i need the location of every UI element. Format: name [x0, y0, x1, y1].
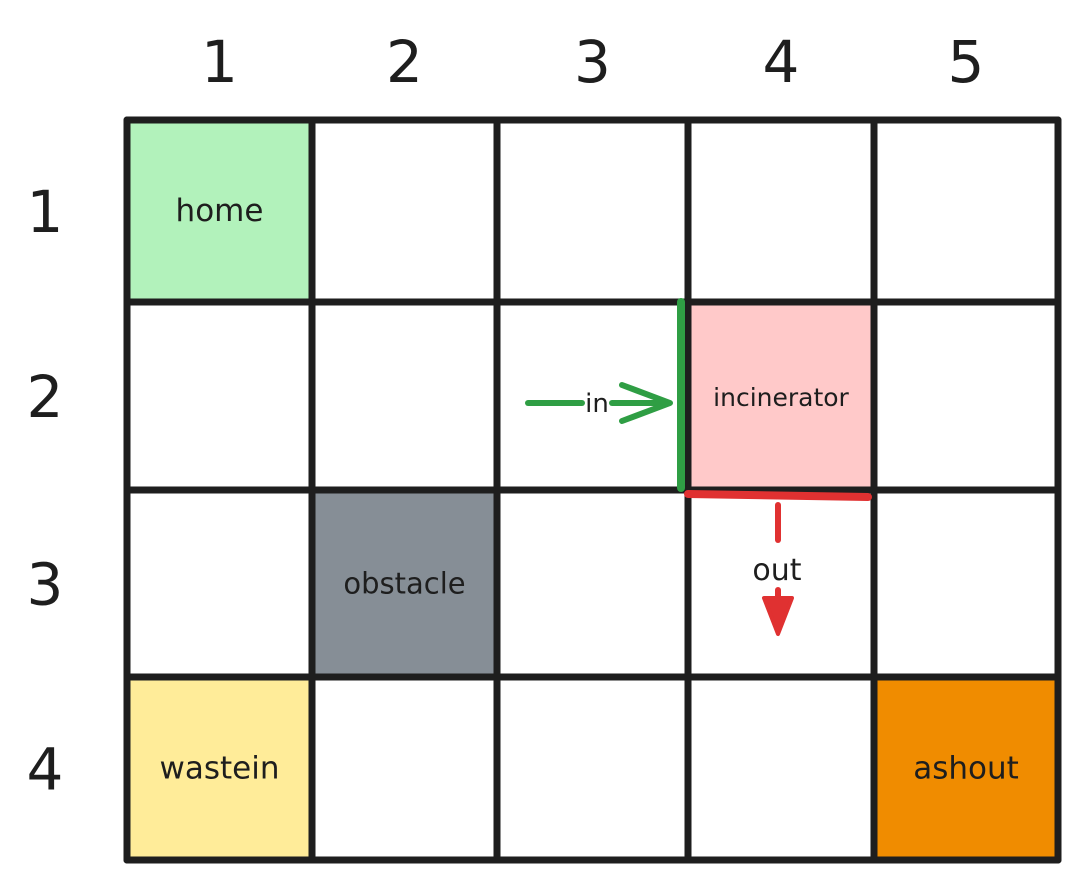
column-header-3: 3: [574, 28, 611, 96]
row-header-3: 3: [27, 551, 64, 619]
row-header-1: 1: [27, 178, 64, 246]
cell-incinerator-fill: [688, 302, 874, 490]
column-headers: 1 2 3 4 5: [201, 28, 984, 96]
out-arrow-head: [762, 596, 794, 636]
column-header-2: 2: [386, 28, 423, 96]
exit-wall: [684, 490, 872, 501]
cell-wastein-label: wastein: [160, 751, 280, 787]
row-headers: 1 2 3 4: [27, 178, 64, 804]
cell-fills: [127, 120, 1058, 860]
out-arrow: out: [684, 490, 872, 636]
row-header-2: 2: [27, 363, 64, 431]
row-header-4: 4: [27, 736, 64, 804]
out-arrow-label: out: [752, 553, 801, 588]
in-arrow: in: [525, 298, 685, 492]
cell-home-fill: [127, 120, 312, 302]
column-header-1: 1: [201, 28, 238, 96]
column-header-4: 4: [763, 28, 800, 96]
in-arrow-label: in: [585, 389, 609, 419]
cell-ashout-fill: [874, 677, 1058, 860]
cell-labels: home incinerator obstacle wastein ashout: [160, 193, 1019, 787]
cell-obstacle-fill: [312, 490, 497, 677]
cell-ashout-label: ashout: [913, 751, 1019, 787]
column-header-5: 5: [948, 28, 985, 96]
cell-home-label: home: [176, 193, 264, 229]
cell-obstacle-label: obstacle: [343, 567, 465, 601]
grid-lines: [123, 116, 1062, 864]
cell-wastein-fill: [127, 677, 312, 860]
in-arrow-head: [619, 382, 673, 424]
cell-incinerator-label: incinerator: [713, 383, 849, 412]
